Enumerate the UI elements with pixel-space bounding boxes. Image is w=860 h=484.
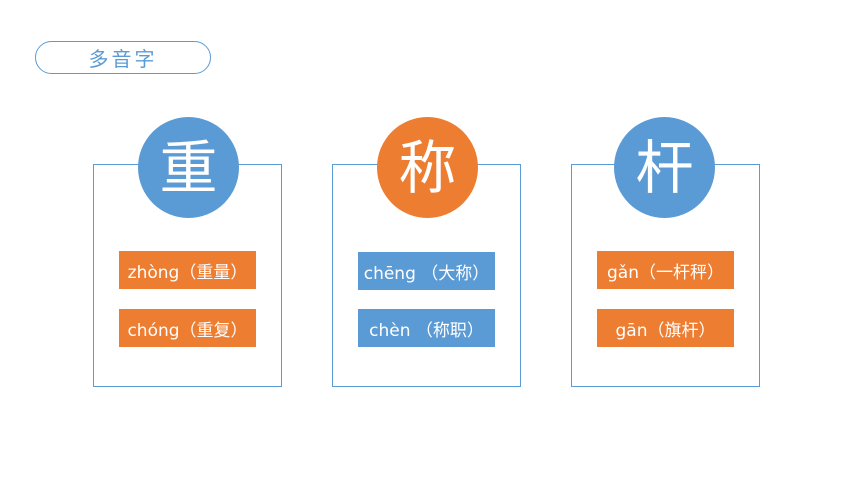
reading-text: zhòng（重量） (127, 262, 248, 283)
reading-tag: chóng（重复） (119, 309, 256, 347)
character-circle: 杆 (614, 117, 715, 218)
character: 重 (159, 133, 218, 202)
reading-text: gǎn（一杆秤） (607, 262, 724, 283)
reading-tag: chèn （称职） (358, 309, 495, 347)
reading-tag: gān（旗杆） (597, 309, 734, 347)
character-circle: 称 (377, 117, 478, 218)
reading-tag: zhòng（重量） (119, 251, 256, 289)
character-circle: 重 (138, 117, 239, 218)
reading-tag: chēng （大称） (358, 252, 495, 290)
reading-text: gān（旗杆） (615, 320, 716, 341)
section-title-text: 多音字 (88, 47, 158, 71)
reading-text: chóng（重复） (127, 320, 248, 341)
reading-text: chēng （大称） (363, 263, 490, 284)
reading-text: chèn （称职） (369, 320, 484, 341)
reading-tag: gǎn（一杆秤） (597, 251, 734, 289)
character: 杆 (635, 133, 694, 202)
section-title: 多音字 (35, 41, 211, 74)
character: 称 (398, 133, 457, 202)
